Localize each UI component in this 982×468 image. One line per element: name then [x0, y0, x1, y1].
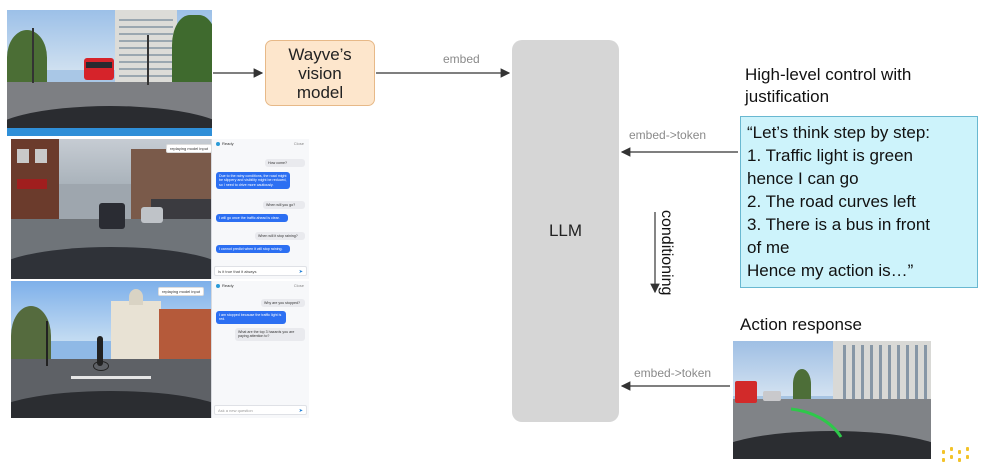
justification-line: 2. The road curves left — [747, 192, 916, 211]
status-dot-icon — [216, 284, 220, 288]
embed-token-label-top: embed->token — [629, 128, 707, 142]
chat-input[interactable]: Ask a new question ➤ — [214, 405, 307, 415]
llm-label: LLM — [548, 221, 583, 240]
justification-box: “Let’s think step by step: 1. Traffic li… — [740, 116, 978, 288]
chat-close-link[interactable]: Close — [293, 283, 304, 288]
chat-input[interactable]: Is it true that it always ➤ — [214, 266, 307, 276]
justification-line: Hence my action is…” — [747, 261, 914, 280]
chat-message: When will it stop raining? — [255, 232, 305, 241]
chat-panel-rainy: Ready Close How come? Due to the rainy c… — [211, 139, 309, 279]
status-dot-icon — [216, 142, 220, 146]
chat-message: I will go once the traffic ahead is clea… — [216, 214, 288, 223]
vision-model-label: vision — [298, 63, 342, 83]
dashcam-photo-action — [733, 341, 931, 459]
embed-token-label-bottom: embed->token — [634, 366, 712, 380]
action-heading: Action response — [740, 315, 862, 334]
justification-line: 3. There is a bus in front — [747, 215, 931, 234]
high-level-heading: High-level control with justification — [745, 65, 912, 106]
justification-line: hence I can go — [747, 169, 859, 188]
chat-header: Ready Close — [212, 139, 309, 149]
justification-line: 1. Traffic light is green — [747, 146, 913, 165]
replay-tag: replaying model input — [158, 287, 205, 296]
replay-tag: replaying model input — [166, 144, 213, 153]
vision-model-label: model — [296, 82, 344, 102]
embed-label: embed — [443, 52, 480, 66]
conditioning-label: conditioning — [658, 210, 675, 296]
predicted-path-icon — [790, 407, 843, 438]
wayve-logo-icon — [940, 444, 976, 466]
send-icon[interactable]: ➤ — [298, 408, 303, 414]
chat-status: Ready — [222, 283, 234, 288]
chat-close-link[interactable]: Close — [293, 141, 304, 146]
dashcam-photo-junction — [11, 281, 211, 418]
chat-panel-junction: Ready Close Why are you stopped? I am st… — [211, 281, 309, 418]
chat-message: I am stopped because the traffic light i… — [216, 311, 286, 324]
llm-box: LLM — [512, 40, 619, 422]
justification-line: of me — [747, 238, 790, 257]
chat-header: Ready Close — [212, 281, 309, 291]
dashcam-photo-rainy — [11, 139, 211, 279]
vision-model-label: Wayve’s — [288, 44, 352, 64]
chat-message: Why are you stopped? — [261, 299, 305, 308]
send-icon[interactable]: ➤ — [298, 269, 303, 275]
justification-line: “Let’s think step by step: — [747, 123, 931, 142]
chat-status: Ready — [222, 141, 234, 146]
chat-message: Due to the rainy conditions, the road mi… — [216, 172, 290, 190]
chat-message: When will you go? — [263, 201, 305, 210]
chat-message: How come? — [265, 159, 305, 168]
vision-model-box: Wayve’s vision model — [265, 40, 375, 106]
dashcam-photo-input — [7, 10, 212, 136]
chat-message: I cannot predict when it will stop raini… — [216, 245, 290, 254]
chat-message: What are the top 3 hazards you are payin… — [235, 328, 305, 341]
